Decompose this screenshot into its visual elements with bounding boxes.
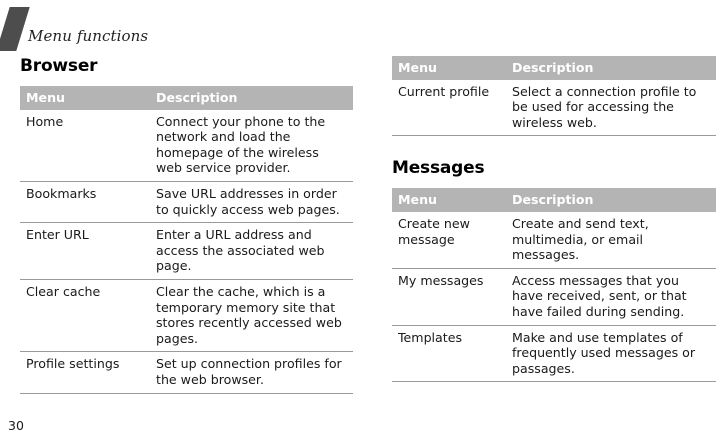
- messages-menu-table: Menu Description Create new message Crea…: [392, 188, 716, 383]
- table-row: Bookmarks Save URL addresses in order to…: [20, 181, 353, 224]
- cell-menu: Clear cache: [20, 279, 150, 353]
- cell-description: Connect your phone to the network and lo…: [150, 109, 353, 182]
- cell-menu: Current profile: [392, 79, 506, 137]
- cell-description: Save URL addresses in order to quickly a…: [150, 181, 353, 224]
- column-header-menu: Menu: [392, 56, 506, 80]
- header-slash-decoration: [0, 7, 30, 51]
- column-header-menu: Menu: [392, 188, 506, 212]
- cell-description: Enter a URL address and access the assoc…: [150, 222, 353, 280]
- column-header-menu: Menu: [20, 86, 150, 110]
- table-row: Templates Make and use templates of freq…: [392, 325, 716, 383]
- cell-description: Make and use templates of frequently use…: [506, 325, 716, 383]
- table-header-row: Menu Description: [392, 188, 716, 212]
- cell-description: Clear the cache, which is a temporary me…: [150, 279, 353, 353]
- running-header: Menu functions: [0, 0, 716, 56]
- section-title-messages: Messages: [392, 158, 485, 179]
- table-row: My messages Access messages that you hav…: [392, 268, 716, 326]
- table-header-row: Menu Description: [392, 56, 716, 80]
- section-title-browser: Browser: [20, 56, 98, 76]
- cell-menu: Create new message: [392, 211, 506, 269]
- right-column: Menu Description Current profile Select …: [392, 56, 716, 383]
- page-number: 30: [8, 418, 24, 433]
- running-header-title: Menu functions: [28, 27, 149, 45]
- cell-description: Access messages that you have received, …: [506, 268, 716, 326]
- column-header-description: Description: [150, 86, 353, 110]
- table-row: Home Connect your phone to the network a…: [20, 109, 353, 182]
- column-header-description: Description: [506, 188, 716, 212]
- cell-description: Set up connection profiles for the web b…: [150, 351, 353, 394]
- table-row: Enter URL Enter a URL address and access…: [20, 222, 353, 280]
- column-header-description: Description: [506, 56, 716, 80]
- browser-menu-table: Menu Description Home Connect your phone…: [20, 86, 353, 394]
- cell-description: Create and send text, multimedia, or ema…: [506, 211, 716, 269]
- browser-continued-table: Menu Description Current profile Select …: [392, 56, 716, 137]
- table-row: Profile settings Set up connection profi…: [20, 351, 353, 394]
- cell-menu: Profile settings: [20, 351, 150, 394]
- cell-menu: Templates: [392, 325, 506, 383]
- cell-menu: Bookmarks: [20, 181, 150, 224]
- cell-description: Select a connection profile to be used f…: [506, 79, 716, 137]
- table-row: Create new message Create and send text,…: [392, 211, 716, 269]
- table-row: Clear cache Clear the cache, which is a …: [20, 279, 353, 353]
- cell-menu: Home: [20, 109, 150, 182]
- left-column: Browser Menu Description Home Connect yo…: [20, 56, 353, 394]
- cell-menu: My messages: [392, 268, 506, 326]
- table-row: Current profile Select a connection prof…: [392, 79, 716, 137]
- cell-menu: Enter URL: [20, 222, 150, 280]
- table-header-row: Menu Description: [20, 86, 353, 110]
